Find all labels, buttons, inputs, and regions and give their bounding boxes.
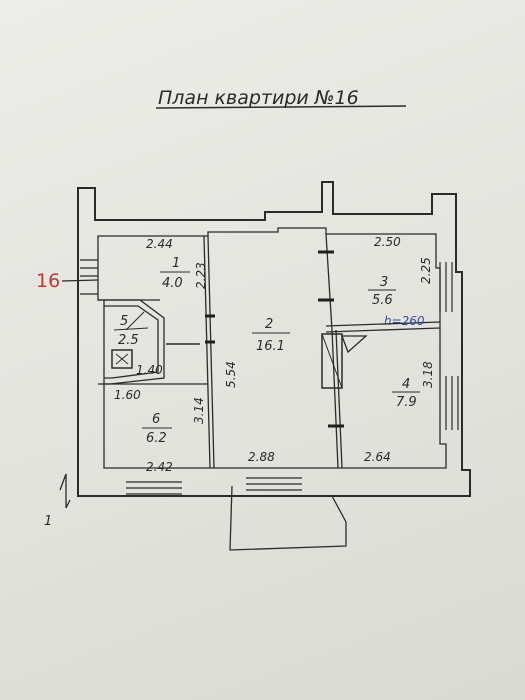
partition-2-3: [325, 233, 333, 331]
room-2-number: 2: [265, 317, 273, 332]
room-5-width: 1.40: [136, 363, 163, 377]
room-5-area: 2.5: [118, 333, 139, 348]
window-right-top: [439, 262, 453, 312]
room-3-area: 5.6: [372, 293, 393, 308]
partition-1-2: [207, 235, 215, 469]
room-2-depth: 5.54: [224, 361, 238, 388]
partition-3-4-inner: [325, 327, 441, 333]
room-3-number: 3: [380, 275, 388, 290]
partition-3-4: [325, 321, 441, 327]
room-6-width: 2.42: [146, 460, 173, 474]
room-4-depth: 3.18: [421, 361, 435, 388]
window-bottom-left: [126, 481, 182, 495]
room-5-outline: [98, 299, 165, 385]
room-1-depth: 2.23: [194, 262, 208, 289]
ceiling-height-note: h=260: [384, 314, 425, 328]
room-1-number: 1: [172, 256, 180, 271]
room-5-outline-inner: [104, 305, 159, 379]
corner-fixture: [341, 335, 368, 354]
room-3-width: 2.50: [374, 235, 401, 249]
inner-wall: [97, 227, 447, 469]
shaft-diagonal: [321, 333, 343, 389]
sink-fixture-cross: [115, 353, 129, 365]
room-5-slash: [125, 311, 145, 331]
left-break-mark: [59, 473, 71, 509]
shaft-fixture: [321, 333, 343, 389]
room-6-area: 6.2: [146, 431, 167, 446]
room-5-number: 5: [120, 314, 128, 329]
room-4-area: 7.9: [396, 395, 417, 410]
room-6-depth: 3.14: [192, 397, 206, 424]
window-right-bottom: [445, 376, 459, 430]
outer-wall: [77, 181, 471, 497]
title-underline: [155, 105, 407, 109]
room-5-fraction-line: [113, 327, 149, 331]
corner-mark: 1: [44, 514, 52, 529]
sink-fixture: [111, 349, 133, 369]
room-4-number: 4: [402, 377, 410, 392]
plan-title: План квартири №16: [158, 87, 359, 109]
room-2-area: 16.1: [256, 339, 285, 354]
room-1-area: 4.0: [162, 276, 183, 291]
window-bottom-center: [246, 477, 302, 491]
room-4-width: 2.64: [364, 450, 391, 464]
partition-2-4-inner: [335, 329, 343, 469]
room-3-depth: 2.25: [419, 257, 433, 284]
balcony-outline: [229, 485, 347, 551]
partition-1-2-inner: [203, 235, 211, 469]
side-label-leader: [61, 279, 99, 282]
room-2-width: 2.88: [248, 450, 275, 464]
window-left: [80, 259, 98, 295]
room-6-number: 6: [152, 412, 160, 427]
apartment-side-label: 16: [36, 270, 60, 292]
room-6-top-width: 1.60: [114, 388, 141, 402]
room-1-width: 2.44: [146, 237, 173, 251]
partition-2-4: [331, 329, 339, 469]
